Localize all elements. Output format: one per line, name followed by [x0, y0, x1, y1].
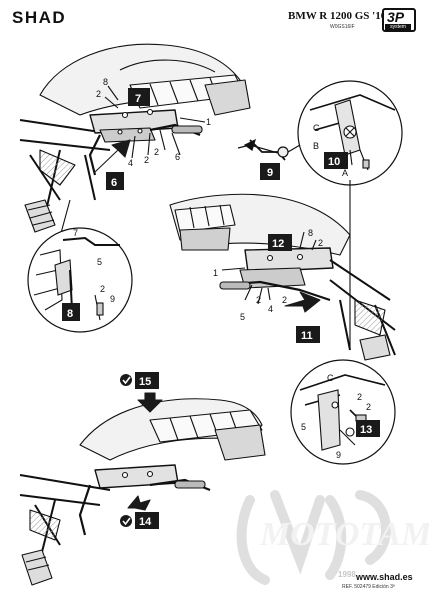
- detail-circle-8: [27, 227, 133, 333]
- callout-top-1: 1: [206, 117, 211, 127]
- step-label-12: 12: [272, 238, 284, 250]
- step-badge-9: [260, 163, 280, 180]
- check-icon-15: [120, 374, 132, 386]
- callout-mid-2c: 2: [282, 295, 287, 305]
- step-badge-7: [128, 88, 150, 106]
- step-label-8: 8: [67, 308, 73, 320]
- detail-tool-9: [237, 138, 301, 161]
- watermark-logo: MOTOTAMAS: [236, 490, 429, 585]
- bottom-left-assembly: [19, 392, 266, 586]
- check-icon-14: [120, 515, 132, 527]
- step-badge-13: [356, 420, 380, 437]
- middle-right-assembly: [169, 180, 396, 361]
- callout-d8-5: 5: [97, 257, 102, 267]
- step-label-15: 15: [139, 376, 151, 388]
- callout-mid-2b: 2: [256, 295, 261, 305]
- callout-d10-B: B: [313, 141, 319, 151]
- watermark-text: MOTOTAMAS: [259, 516, 429, 553]
- callout-d8-7: 7: [73, 228, 78, 238]
- callout-d10-A: A: [342, 168, 348, 178]
- callout-mid-4: 4: [268, 304, 273, 314]
- callout-top-6: 6: [175, 152, 180, 162]
- step-badge-10: [324, 152, 348, 169]
- callout-top-8: 8: [103, 77, 108, 87]
- step-badge-15: [135, 372, 159, 389]
- system-badge: 3P system: [382, 8, 416, 32]
- callout-top-2b: 2: [154, 147, 159, 157]
- callout-d13-2b: 2: [366, 402, 371, 412]
- callout-mid-1: 1: [213, 268, 218, 278]
- watermark-year: 1998: [338, 570, 356, 579]
- callout-top-2: 2: [96, 89, 101, 99]
- top-left-assembly: [19, 43, 251, 261]
- step-label-14: 14: [139, 516, 152, 528]
- detail-circle-10: [297, 80, 403, 186]
- system-badge-number: 3P: [387, 9, 405, 25]
- step-badge-14: [135, 512, 159, 529]
- step-badge-6: [106, 172, 124, 190]
- step-badge-12: [268, 234, 292, 251]
- step-badge-11: [296, 326, 320, 343]
- callout-d8-9: 9: [110, 294, 115, 304]
- step-label-13: 13: [360, 424, 372, 436]
- callout-d13-C: C: [327, 373, 334, 383]
- model-title: BMW R 1200 GS '16: [288, 10, 387, 22]
- step-badge-8: [62, 303, 80, 321]
- callout-top-4: 4: [128, 158, 133, 168]
- callout-mid-5: 5: [240, 312, 245, 322]
- footer-reference: REF. 502479 Edición 3ª: [342, 584, 395, 590]
- step-label-7: 7: [135, 93, 141, 105]
- callout-d13-2: 2: [357, 392, 362, 402]
- callout-d13-9: 9: [336, 450, 341, 460]
- step-label-6: 6: [111, 177, 117, 189]
- brand-logo: SHAD: [12, 8, 67, 27]
- step-label-11: 11: [301, 330, 313, 342]
- callout-d13-5: 5: [301, 422, 306, 432]
- system-badge-sub: system: [385, 24, 411, 30]
- callout-mid-8: 8: [308, 228, 313, 238]
- callout-d8-2: 2: [100, 284, 105, 294]
- callout-d10-C: C: [313, 123, 320, 133]
- model-code: W0GS16IF: [330, 24, 355, 30]
- detail-circle-13: [290, 359, 396, 465]
- callout-mid-2: 2: [318, 238, 323, 248]
- callout-top-2c: 2: [144, 155, 149, 165]
- footer-url: www.shad.es: [356, 572, 413, 582]
- step-label-10: 10: [328, 156, 340, 168]
- step-label-9: 9: [267, 167, 273, 179]
